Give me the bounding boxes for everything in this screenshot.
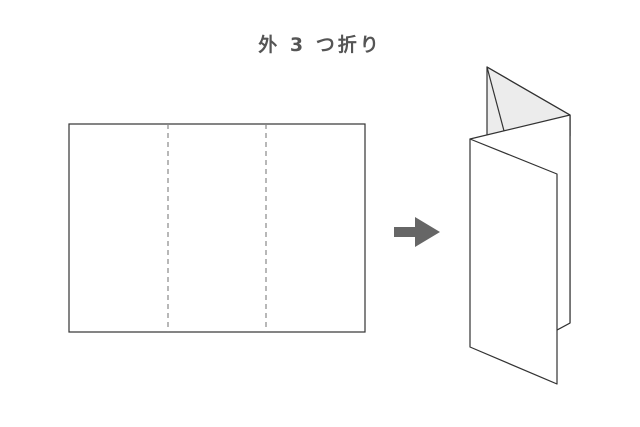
- diagram-title: 外 3 つ折り: [258, 34, 382, 56]
- sheet-outline: [68, 123, 366, 333]
- front-panel: [469, 138, 558, 385]
- unfolded-sheet: [68, 123, 366, 333]
- folded-brochure: [469, 66, 571, 385]
- right-arrow-icon: [394, 217, 440, 247]
